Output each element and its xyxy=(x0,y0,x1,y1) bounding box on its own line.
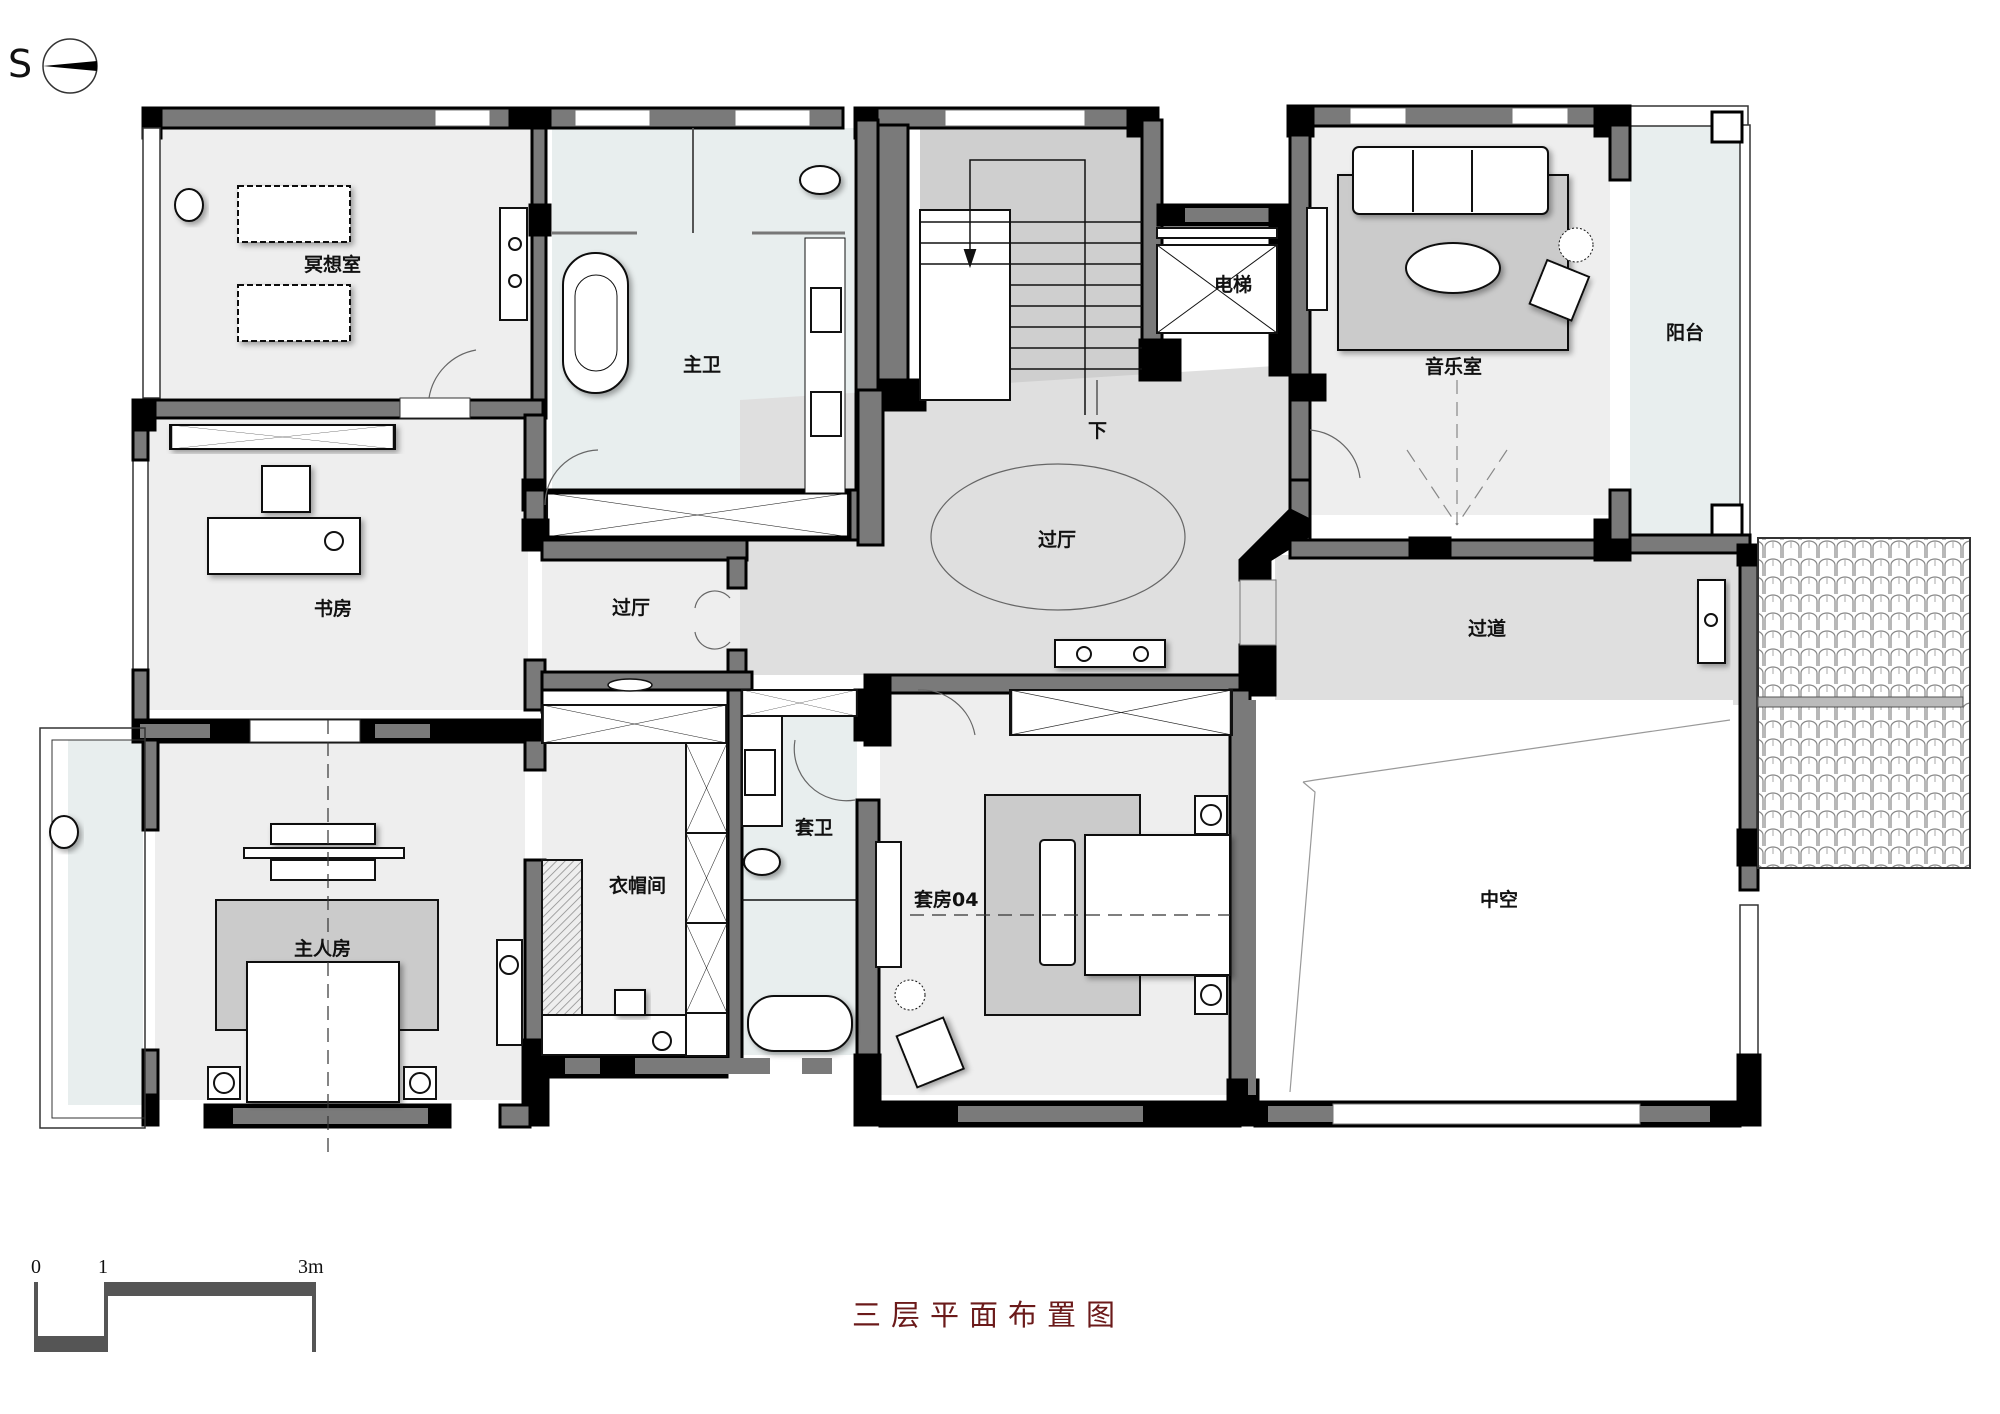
label-meditation-room: 冥想室 xyxy=(304,253,361,276)
label-void: 中空 xyxy=(1480,888,1518,911)
label-master-bath: 主卫 xyxy=(683,354,721,376)
label-main-hall: 过厅 xyxy=(1038,529,1076,551)
label-music-room: 音乐室 xyxy=(1425,355,1482,378)
corridor-floor xyxy=(1275,555,1740,705)
room-labels: 冥想室 主卫 电梯 下 音乐室 阳台 书房 过厅 过厅 过道 主人房 衣帽间 套… xyxy=(294,253,1704,960)
compass-letter: S xyxy=(8,42,33,86)
west-balcony-floor xyxy=(68,740,143,1105)
main-hall-west xyxy=(740,555,880,675)
label-elevator: 电梯 xyxy=(1214,273,1252,296)
scale-bar-graphic xyxy=(34,1282,316,1352)
label-stair-down: 下 xyxy=(1088,420,1107,442)
roof-tiles xyxy=(1757,537,1971,869)
label-master-bedroom: 主人房 xyxy=(294,937,351,960)
label-study: 书房 xyxy=(314,597,352,620)
label-cloakroom: 衣帽间 xyxy=(609,874,666,897)
small-hall-floor xyxy=(542,560,742,670)
annotations xyxy=(327,349,1731,1160)
walls xyxy=(39,104,1762,1129)
balcony-floor xyxy=(1630,125,1740,535)
furniture xyxy=(49,128,1726,1103)
void-floor xyxy=(1255,700,1733,1095)
label-small-hall: 过厅 xyxy=(612,597,650,619)
label-suite-bath: 套卫 xyxy=(794,816,833,839)
label-corridor: 过道 xyxy=(1468,617,1506,640)
scale-label-3m: 3m xyxy=(298,1256,324,1278)
meditation-room-floor xyxy=(160,128,532,398)
drawing-title: 三层平面布置图 xyxy=(852,1298,1126,1332)
scale-label-1: 1 xyxy=(98,1256,108,1278)
label-suite-04: 套房04 xyxy=(913,888,978,911)
north-arrow-icon xyxy=(42,38,98,94)
scale-label-0: 0 xyxy=(31,1256,41,1278)
label-balcony: 阳台 xyxy=(1666,321,1704,344)
